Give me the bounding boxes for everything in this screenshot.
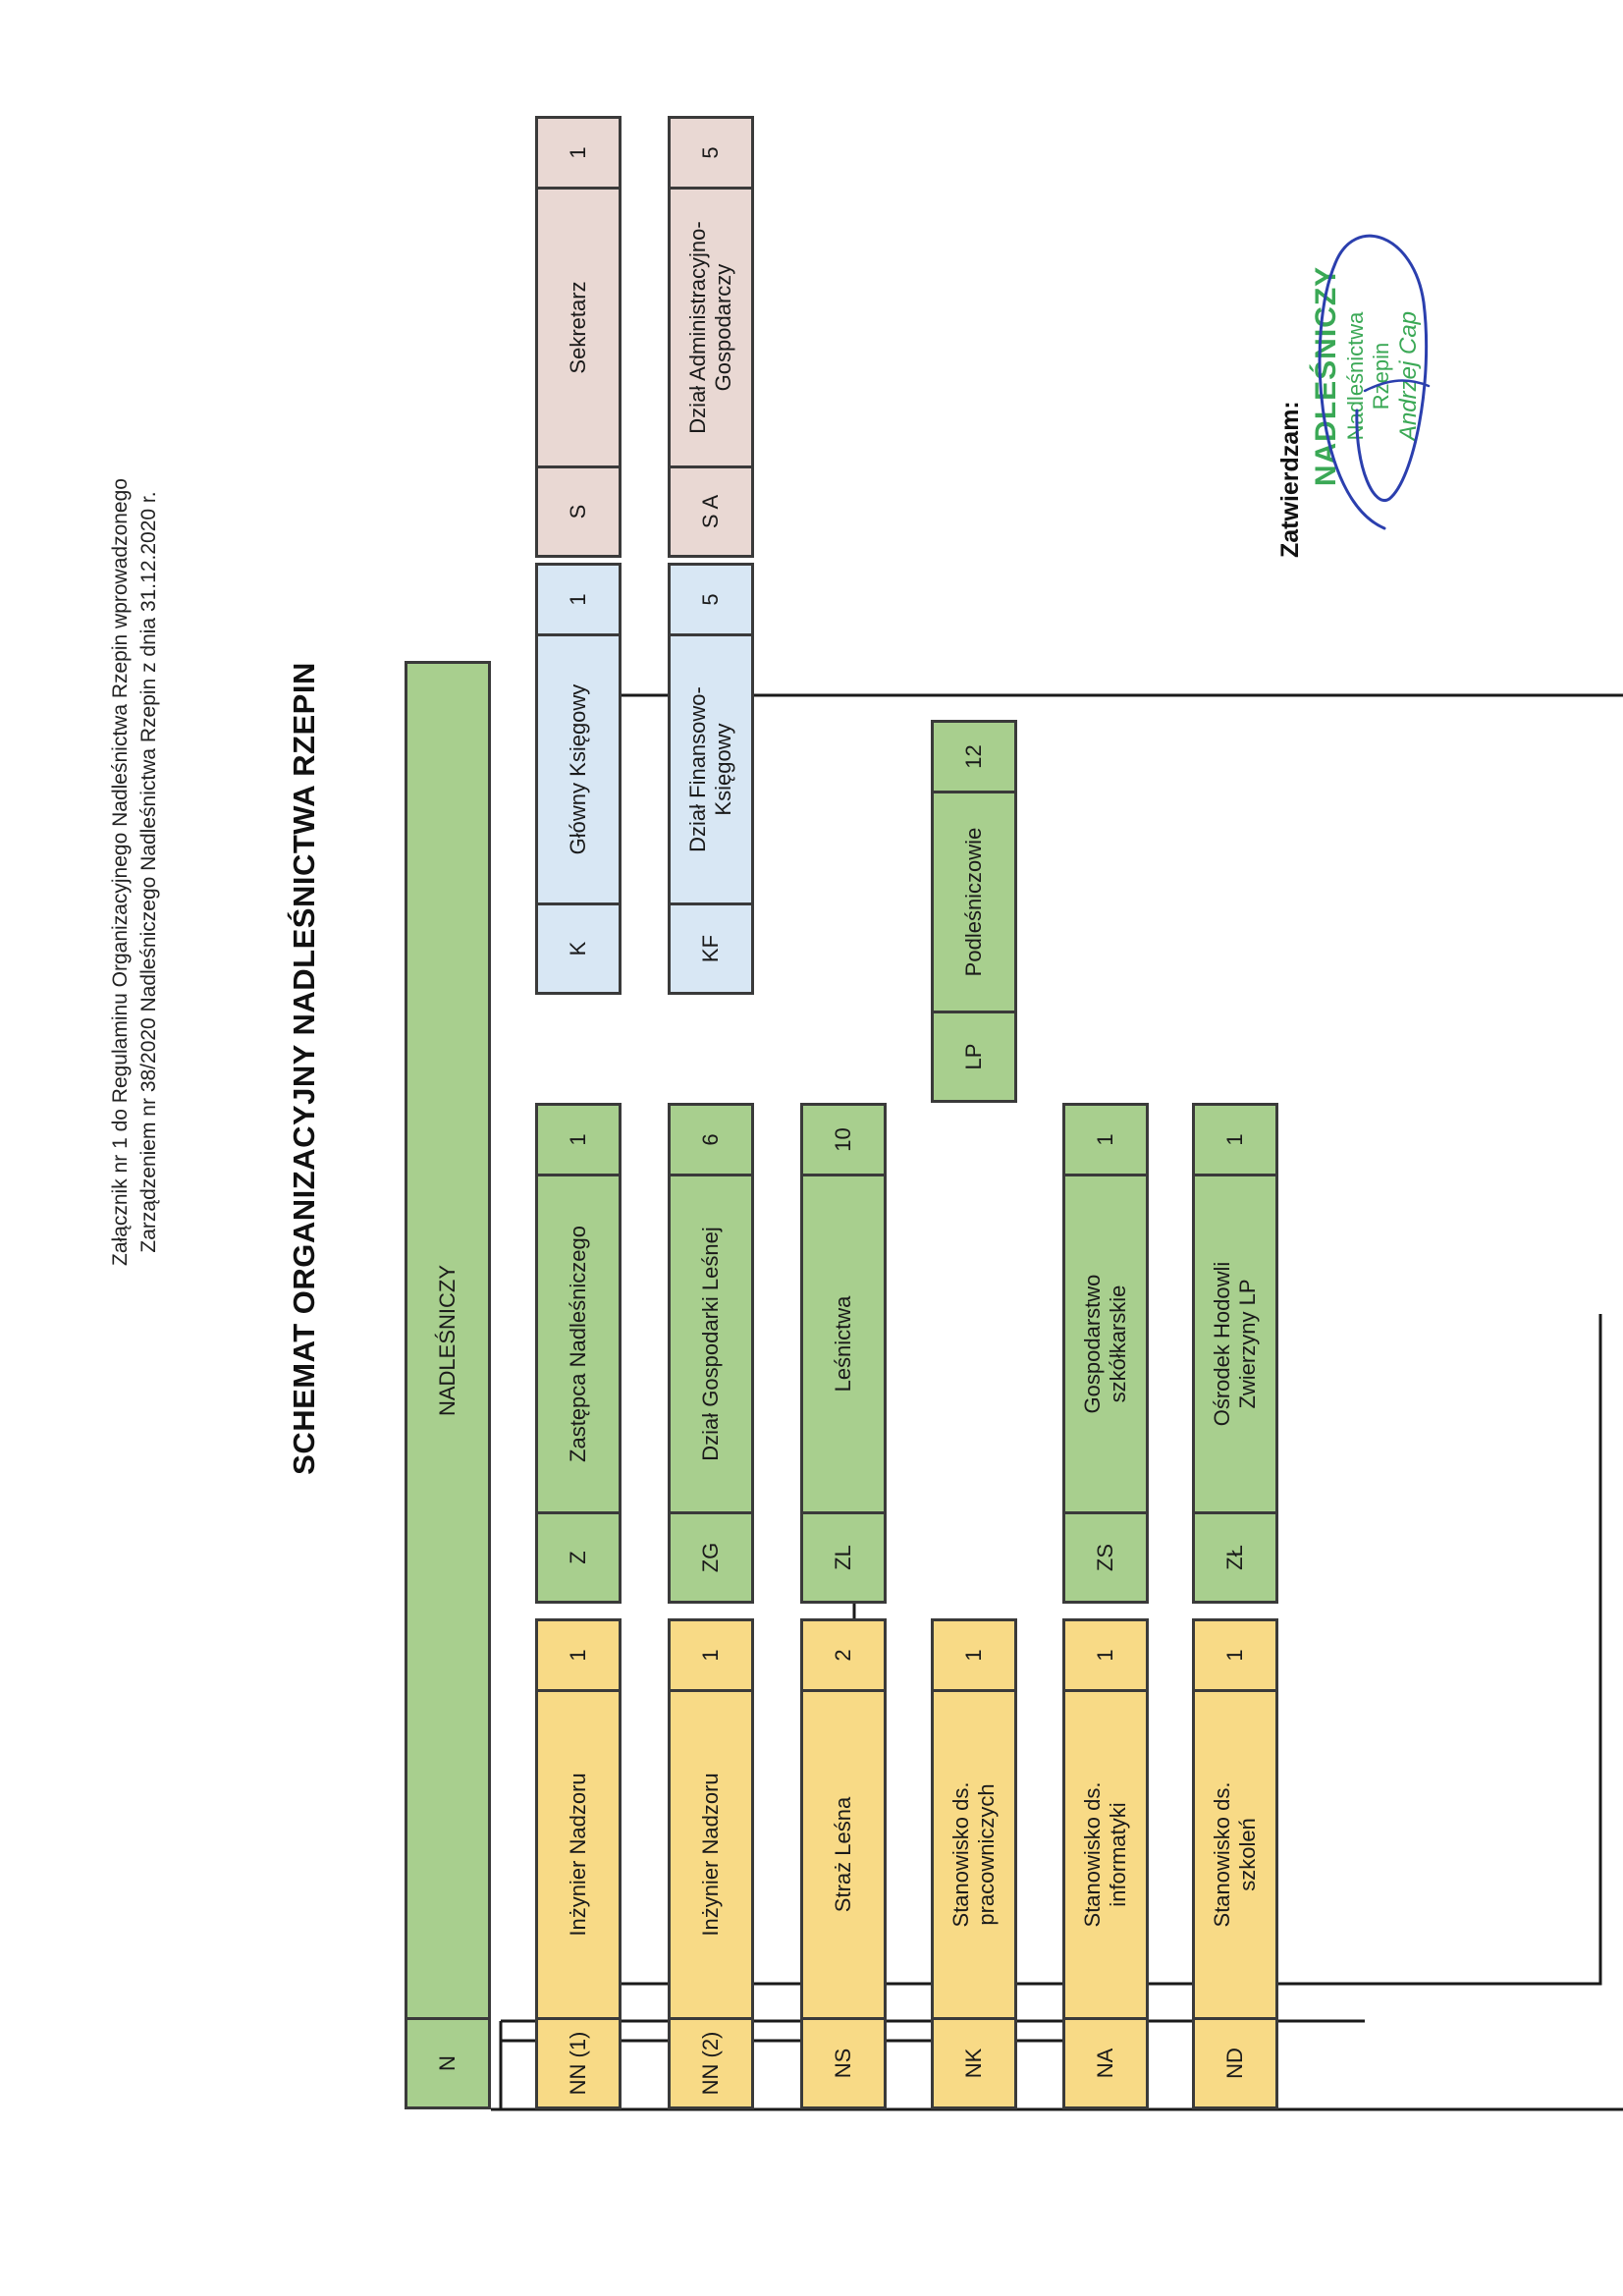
unit-count: 1: [934, 1621, 1014, 1692]
header-line-2: Zarządzeniem nr 38/2020 Nadleśniczego Na…: [137, 491, 160, 1253]
unit-count: 1: [1065, 1106, 1146, 1176]
unit-count: 1: [1195, 1106, 1275, 1176]
unit-name: Ośrodek Hodowli Zwierzyny LP: [1195, 1176, 1275, 1514]
unit-code: Z: [566, 1551, 590, 1564]
unit-count: 2: [803, 1621, 884, 1692]
unit-count: 5: [671, 119, 751, 190]
unit-code: LP: [961, 1043, 986, 1070]
unit-box: ND Stanowisko ds. szkoleń 1: [1192, 1618, 1278, 2109]
top-unit-nadlesniczy: N NADLEŚNICZY: [405, 661, 491, 2109]
unit-count: 1: [1065, 1621, 1146, 1692]
unit-box: S A Dział Administracyjno- Gospodarczy 5: [668, 116, 754, 558]
unit-name: Gospodarstwo szkółkarskie: [1065, 1176, 1146, 1514]
unit-name: Inżynier Nadzoru: [538, 1692, 619, 2020]
unit-code: KF: [698, 934, 723, 963]
unit-box: NN (2) Inżynier Nadzoru 1: [668, 1618, 754, 2109]
unit-box: KF Dział Finansowo- Księgowy 5: [668, 563, 754, 995]
unit-code: ZL: [831, 1545, 855, 1570]
unit-name: Inżynier Nadzoru: [671, 1692, 751, 2020]
unit-count: 1: [538, 1106, 619, 1176]
unit-box: ZS Gospodarstwo szkółkarskie 1: [1062, 1103, 1149, 1604]
unit-box: ZŁ Ośrodek Hodowli Zwierzyny LP 1: [1192, 1103, 1278, 1604]
unit-code: ND: [1222, 2048, 1247, 2079]
unit-code: K: [566, 941, 590, 957]
unit-count: 1: [538, 1621, 619, 1692]
unit-name: Stanowisko ds. informatyki: [1065, 1692, 1146, 2020]
unit-name: Straż Leśna: [803, 1692, 884, 2020]
header-line-1: Załącznik nr 1 do Regulaminu Organizacyj…: [109, 478, 132, 1266]
unit-box: ZL Leśnictwa 10: [800, 1103, 887, 1604]
unit-name: NADLEŚNICZY: [407, 664, 488, 2020]
unit-box: ZG Dział Gospodarki Leśnej 6: [668, 1103, 754, 1604]
unit-name: Zastępca Nadleśniczego: [538, 1176, 619, 1514]
unit-code: ZŁ: [1222, 1545, 1247, 1570]
unit-code: NS: [831, 2048, 855, 2079]
handwritten-signature: [1318, 234, 1431, 530]
attachment-header: Załącznik nr 1 do Regulaminu Organizacyj…: [106, 234, 163, 1510]
unit-name: Stanowisko ds. szkoleń: [1195, 1692, 1275, 2020]
unit-code: NA: [1093, 2048, 1117, 2079]
unit-name: Dział Finansowo- Księgowy: [671, 636, 751, 905]
unit-code: S: [566, 504, 590, 519]
unit-box: NA Stanowisko ds. informatyki 1: [1062, 1618, 1149, 2109]
unit-box: LP Podleśniczowie 12: [931, 720, 1017, 1103]
approval-block: Zatwierdzam: NADLEŚNICZY Nadleśnictwa Rz…: [1276, 204, 1443, 558]
unit-count: 12: [934, 723, 1014, 793]
unit-name: Dział Administracyjno- Gospodarczy: [671, 190, 751, 468]
unit-count: 1: [538, 119, 619, 190]
unit-count: 6: [671, 1106, 751, 1176]
unit-code: NK: [961, 2048, 986, 2079]
unit-code: N: [435, 2055, 460, 2071]
unit-box: NS Straż Leśna 2: [800, 1618, 887, 2109]
unit-name: Leśnictwa: [803, 1176, 884, 1514]
unit-name: Dział Gospodarki Leśnej: [671, 1176, 751, 1514]
unit-name: Główny Księgowy: [538, 636, 619, 905]
unit-count: 10: [803, 1106, 884, 1176]
unit-count: 1: [671, 1621, 751, 1692]
unit-box: NK Stanowisko ds. pracowniczych 1: [931, 1618, 1017, 2109]
chart-title: SCHEMAT ORGANIZACYJNY NADLEŚNICTWA RZEPI…: [287, 662, 321, 1475]
unit-code: ZG: [698, 1542, 723, 1573]
unit-count: 5: [671, 566, 751, 636]
unit-code: NN (2): [698, 2031, 723, 2096]
unit-code: NN (1): [566, 2031, 590, 2096]
unit-box: S Sekretarz 1: [535, 116, 622, 558]
unit-count: 1: [1195, 1621, 1275, 1692]
unit-box: Z Zastępca Nadleśniczego 1: [535, 1103, 622, 1604]
unit-code: ZS: [1093, 1543, 1117, 1572]
unit-box: NN (1) Inżynier Nadzoru 1: [535, 1618, 622, 2109]
unit-box: K Główny Księgowy 1: [535, 563, 622, 995]
unit-name: Sekretarz: [538, 190, 619, 468]
unit-count: 1: [538, 566, 619, 636]
unit-name: Podleśniczowie: [934, 793, 1014, 1013]
unit-code: S A: [698, 494, 723, 529]
unit-name: Stanowisko ds. pracowniczych: [934, 1692, 1014, 2020]
